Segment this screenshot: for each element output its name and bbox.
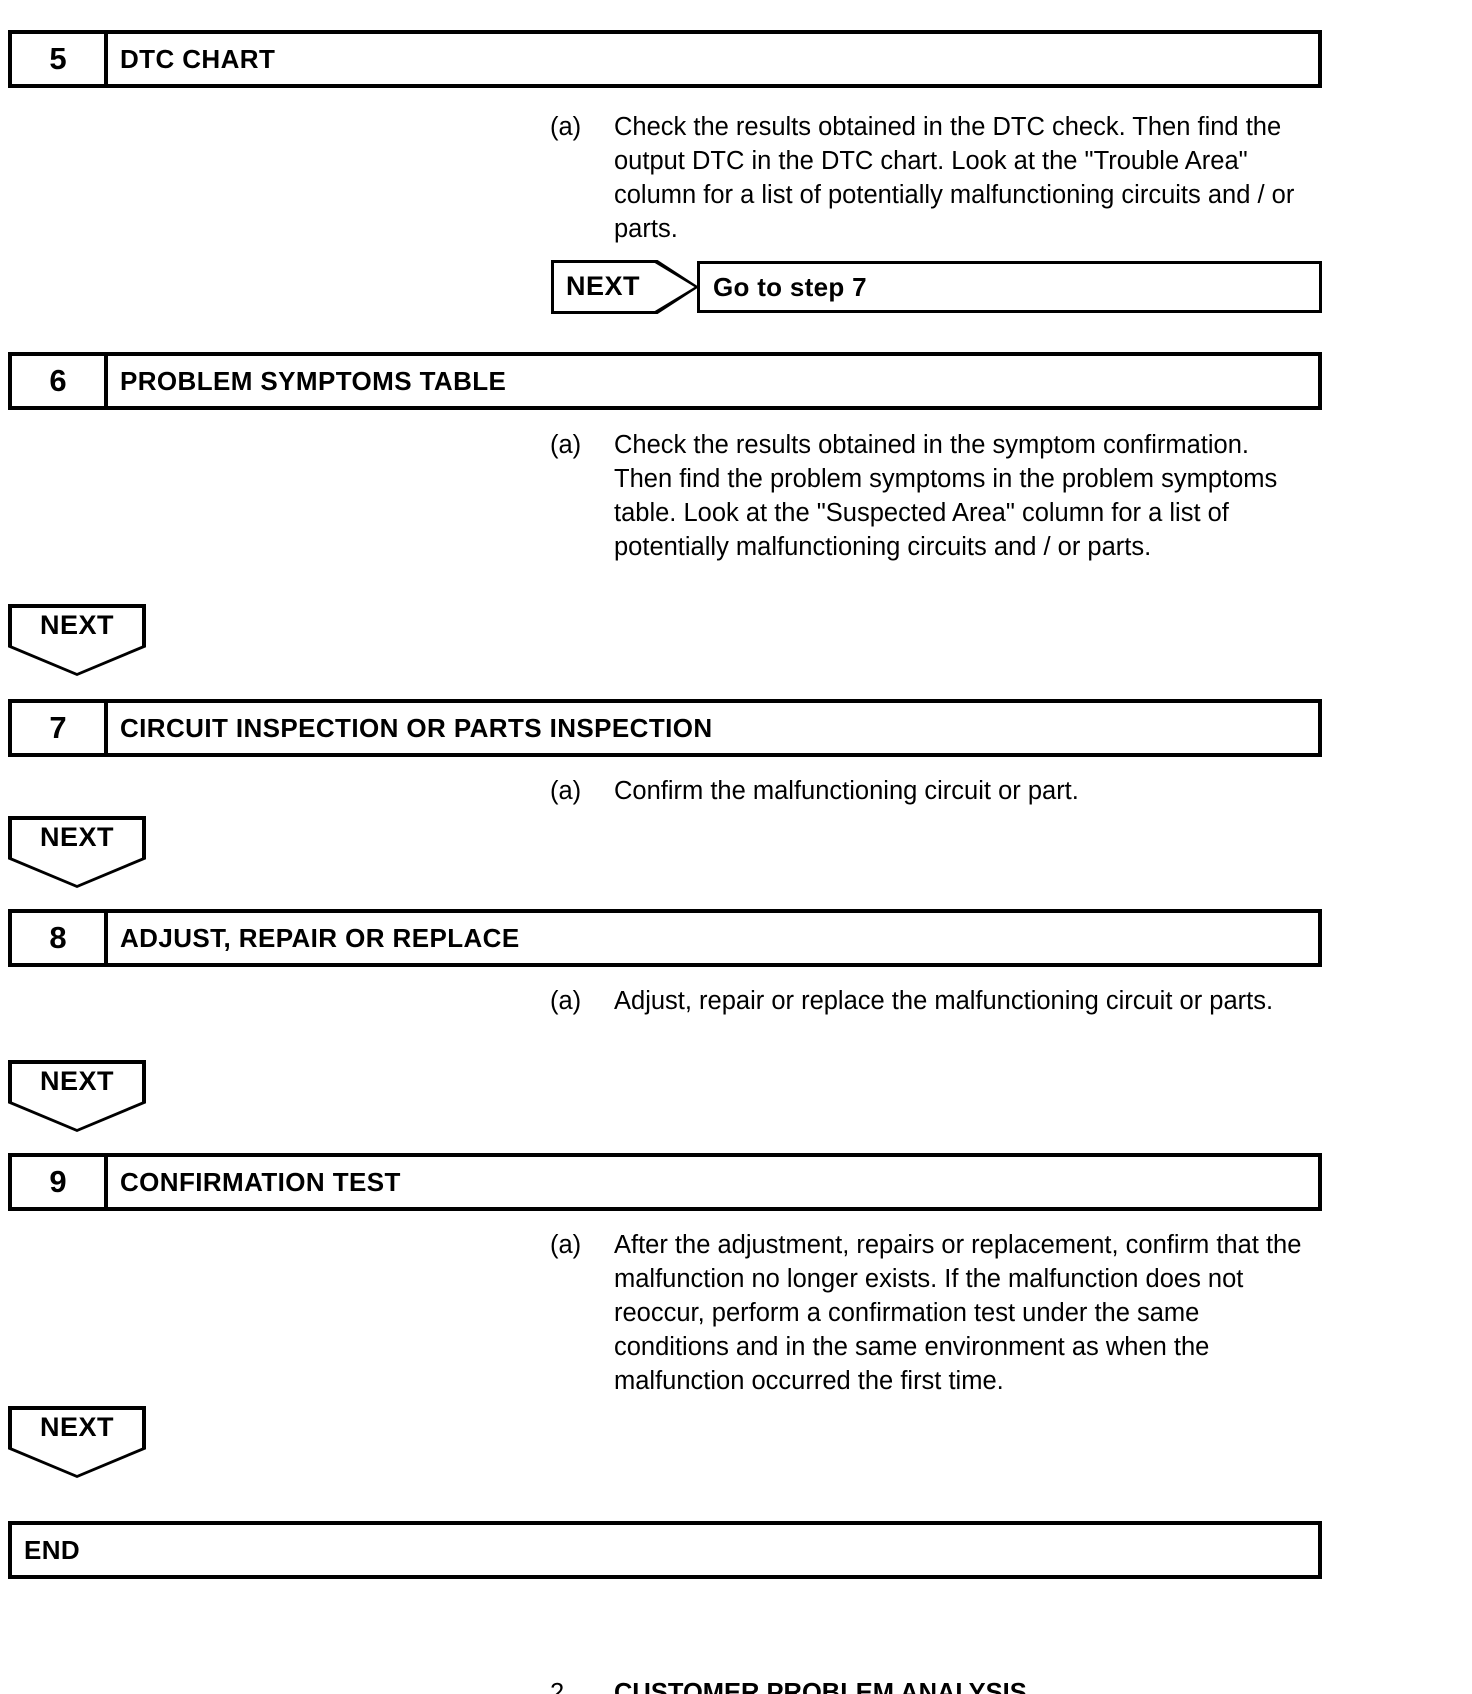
- step-instruction-8: (a) Adjust, repair or replace the malfun…: [550, 984, 1310, 1018]
- next-label: NEXT: [39, 1066, 114, 1096]
- step-number-6: 6: [12, 356, 108, 406]
- next-label: NEXT: [565, 271, 640, 301]
- step-header-9: 9 CONFIRMATION TEST: [8, 1153, 1322, 1211]
- next-connector-down-9: NEXT: [8, 1406, 146, 1478]
- goto-step-box: Go to step 7: [697, 261, 1322, 313]
- list-marker: (a): [550, 1231, 582, 1259]
- next-connector-down-6: NEXT: [8, 604, 146, 676]
- next-label: NEXT: [39, 610, 114, 640]
- step-header-5: 5 DTC CHART: [8, 30, 1322, 88]
- step-number-8: 8: [12, 913, 108, 963]
- instruction-text: Check the results obtained in the sympto…: [614, 431, 1278, 561]
- step-header-8: 8 ADJUST, REPAIR OR REPLACE: [8, 909, 1322, 967]
- end-box: END: [8, 1521, 1322, 1579]
- step-title-5: DTC CHART: [120, 43, 276, 74]
- step-title-6: PROBLEM SYMPTOMS TABLE: [120, 365, 507, 396]
- instruction-text: Check the results obtained in the DTC ch…: [614, 113, 1295, 243]
- step-instruction-6: (a) Check the results obtained in the sy…: [550, 428, 1310, 564]
- next-connector-right-5: NEXT: [551, 260, 699, 314]
- clipped-section-title: CUSTOMER PROBLEM ANALYSIS: [614, 1679, 1027, 1694]
- step-title-8: ADJUST, REPAIR OR REPLACE: [120, 922, 520, 953]
- list-marker: 2.: [550, 1679, 572, 1694]
- clipped-next-section: 2. CUSTOMER PROBLEM ANALYSIS: [550, 1676, 1310, 1694]
- instruction-text: Adjust, repair or replace the malfunctio…: [614, 987, 1274, 1015]
- step-title-7: CIRCUIT INSPECTION OR PARTS INSPECTION: [120, 712, 713, 743]
- step-instruction-5: (a) Check the results obtained in the DT…: [550, 110, 1310, 246]
- list-marker: (a): [550, 431, 582, 459]
- step-instruction-7: (a) Confirm the malfunctioning circuit o…: [550, 774, 1310, 808]
- list-marker: (a): [550, 987, 582, 1015]
- step-instruction-9: (a) After the adjustment, repairs or rep…: [550, 1228, 1310, 1398]
- step-title-9: CONFIRMATION TEST: [120, 1166, 401, 1197]
- list-marker: (a): [550, 777, 582, 805]
- list-marker: (a): [550, 113, 582, 141]
- next-label: NEXT: [39, 1412, 114, 1442]
- step-number-9: 9: [12, 1157, 108, 1207]
- instruction-text: Confirm the malfunctioning circuit or pa…: [614, 777, 1079, 805]
- step-number-5: 5: [12, 34, 108, 84]
- instruction-text: After the adjustment, repairs or replace…: [614, 1231, 1302, 1395]
- next-connector-down-7: NEXT: [8, 816, 146, 888]
- next-connector-down-8: NEXT: [8, 1060, 146, 1132]
- step-header-6: 6 PROBLEM SYMPTOMS TABLE: [8, 352, 1322, 410]
- step-header-7: 7 CIRCUIT INSPECTION OR PARTS INSPECTION: [8, 699, 1322, 757]
- step-number-7: 7: [12, 703, 108, 753]
- next-label: NEXT: [39, 822, 114, 852]
